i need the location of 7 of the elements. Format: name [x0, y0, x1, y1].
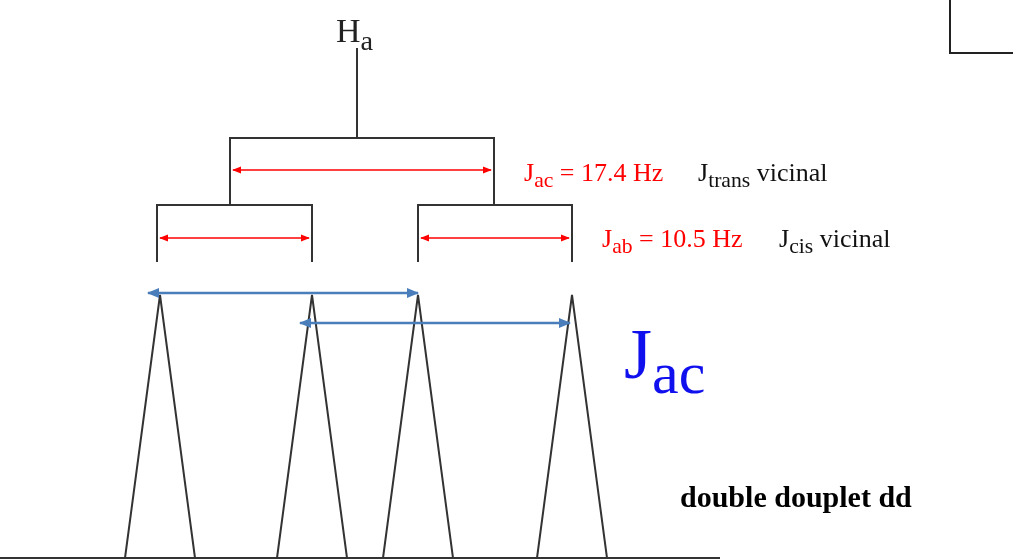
coupling-type: J$_{trans}$ vicinal	[698, 160, 828, 192]
coupling-constant: J$_{ac}$ = 17.4 Hz	[524, 160, 664, 192]
coupling-label: J$_{ac}$	[624, 318, 706, 404]
coupling-constant: J$_{ab}$ = 10.5 Hz	[602, 226, 743, 258]
peak-label: H$_{a}$	[336, 14, 374, 56]
multiplicity-label: double douplet dd	[680, 482, 912, 512]
coupling-type: J$_{cis}$ vicinal	[779, 226, 891, 258]
